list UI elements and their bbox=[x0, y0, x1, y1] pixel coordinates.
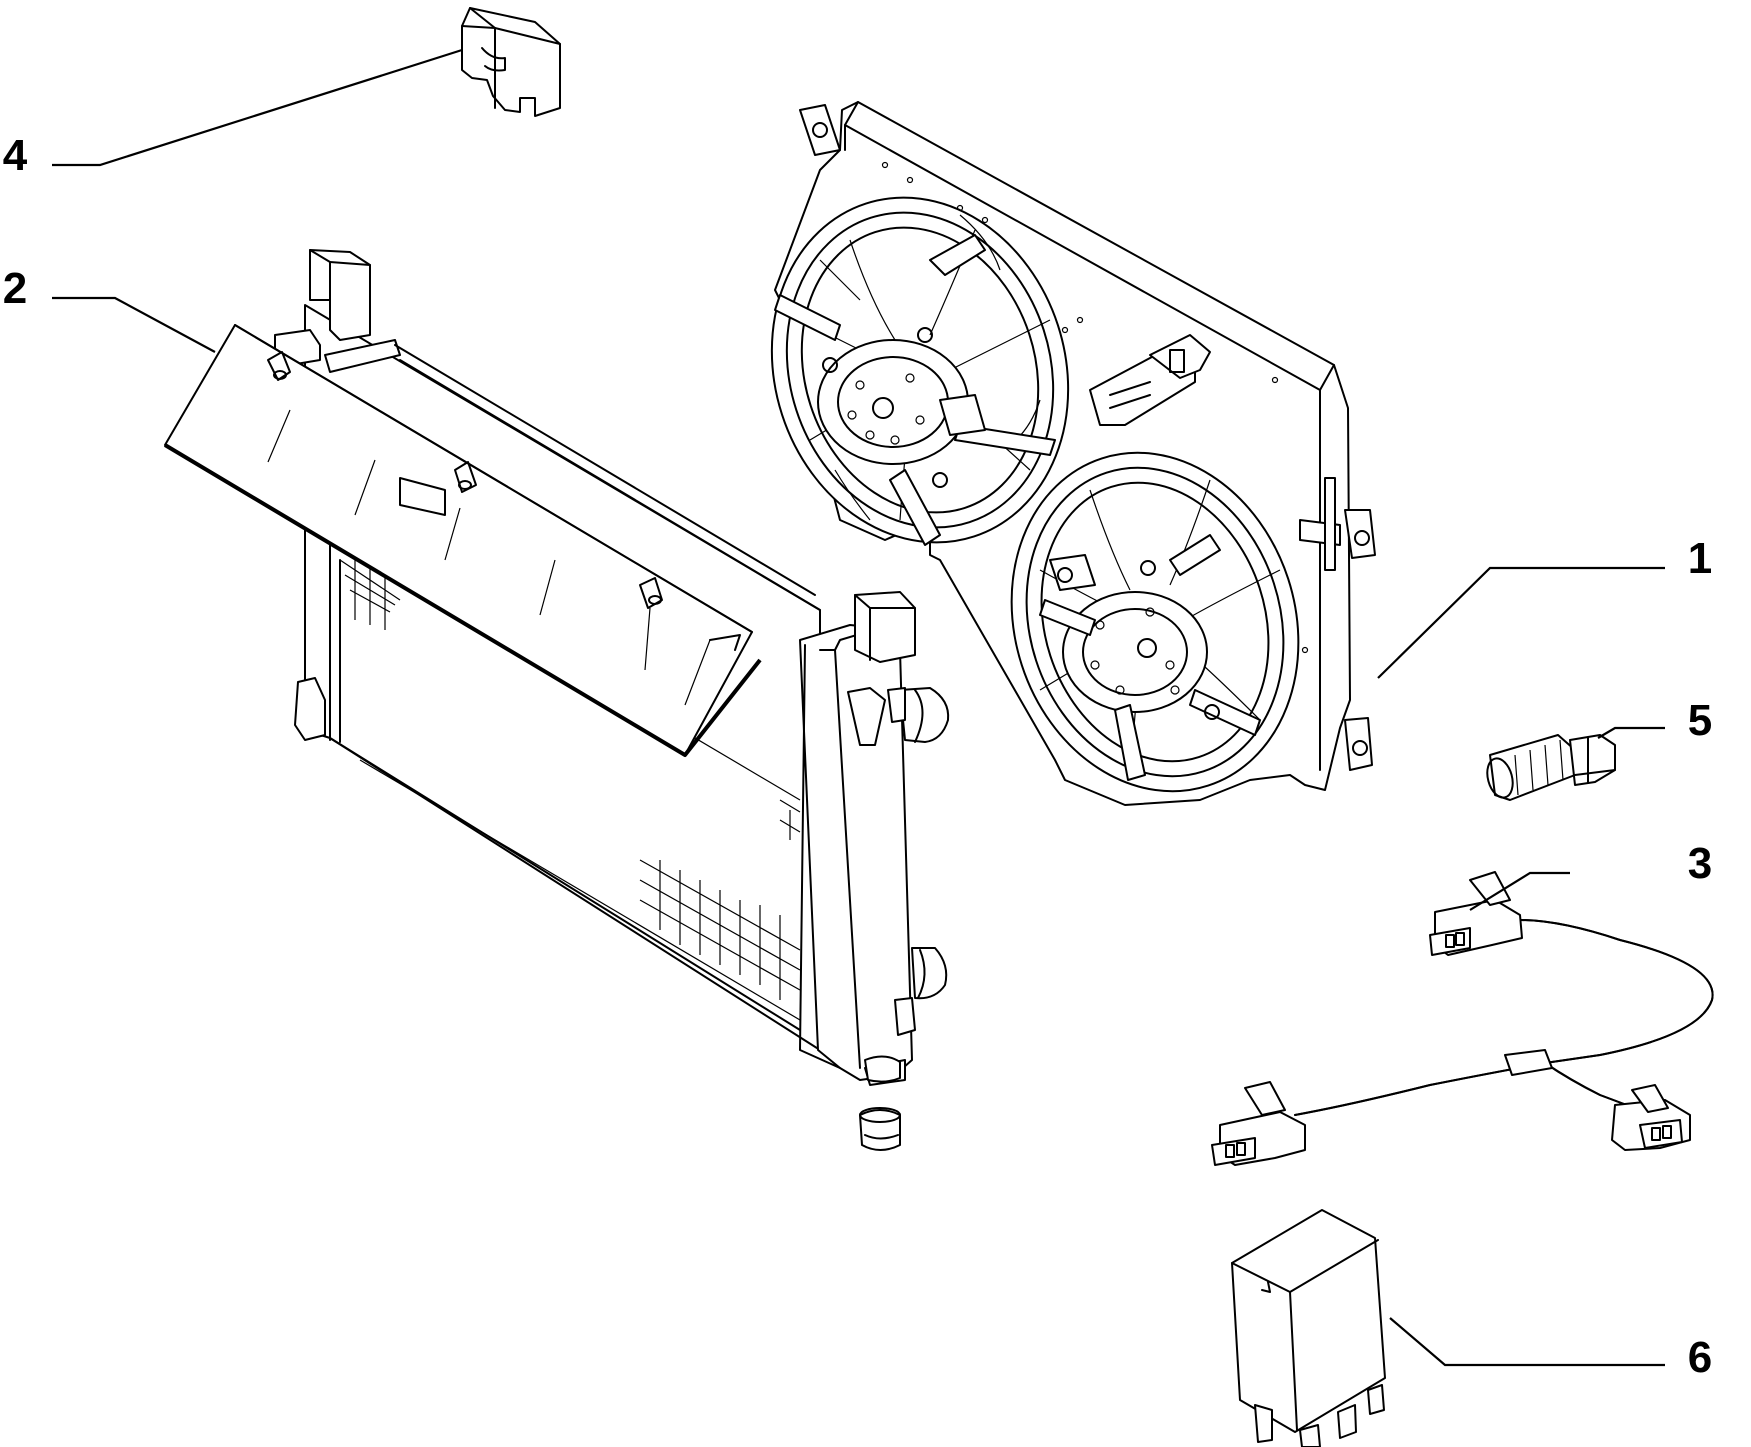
leader-4 bbox=[52, 48, 463, 167]
part-1-fan-shroud-assembly[interactable] bbox=[728, 101, 1376, 829]
leader-6 bbox=[1389, 1317, 1665, 1367]
leader-2 bbox=[52, 296, 216, 353]
callout-label-3: 3 bbox=[1688, 839, 1712, 888]
part-4-clip[interactable] bbox=[461, 7, 561, 117]
fan-2-lower bbox=[1010, 451, 1300, 793]
leader-1 bbox=[1377, 566, 1665, 679]
callout-label-2: 2 bbox=[3, 264, 27, 313]
part-3-wiring-harness[interactable] bbox=[1211, 871, 1714, 1166]
shroud-rivet-holes bbox=[881, 161, 1309, 654]
fan-1-upper bbox=[770, 196, 1070, 546]
core-fin-hatching bbox=[339, 559, 801, 1000]
part-5-bolt[interactable] bbox=[1483, 734, 1616, 801]
callout-labels: 1 2 3 4 5 6 bbox=[3, 131, 1712, 1382]
leader-3 bbox=[1469, 871, 1570, 911]
callout-leader-lines bbox=[52, 48, 1665, 1367]
part-6-relay[interactable] bbox=[1231, 1209, 1386, 1447]
callout-label-5: 5 bbox=[1688, 696, 1712, 745]
callout-label-4: 4 bbox=[3, 131, 28, 180]
callout-label-6: 6 bbox=[1688, 1333, 1712, 1382]
air-deflector-panel[interactable] bbox=[163, 324, 762, 757]
leader-5 bbox=[1597, 726, 1665, 739]
callout-label-1: 1 bbox=[1688, 534, 1712, 583]
